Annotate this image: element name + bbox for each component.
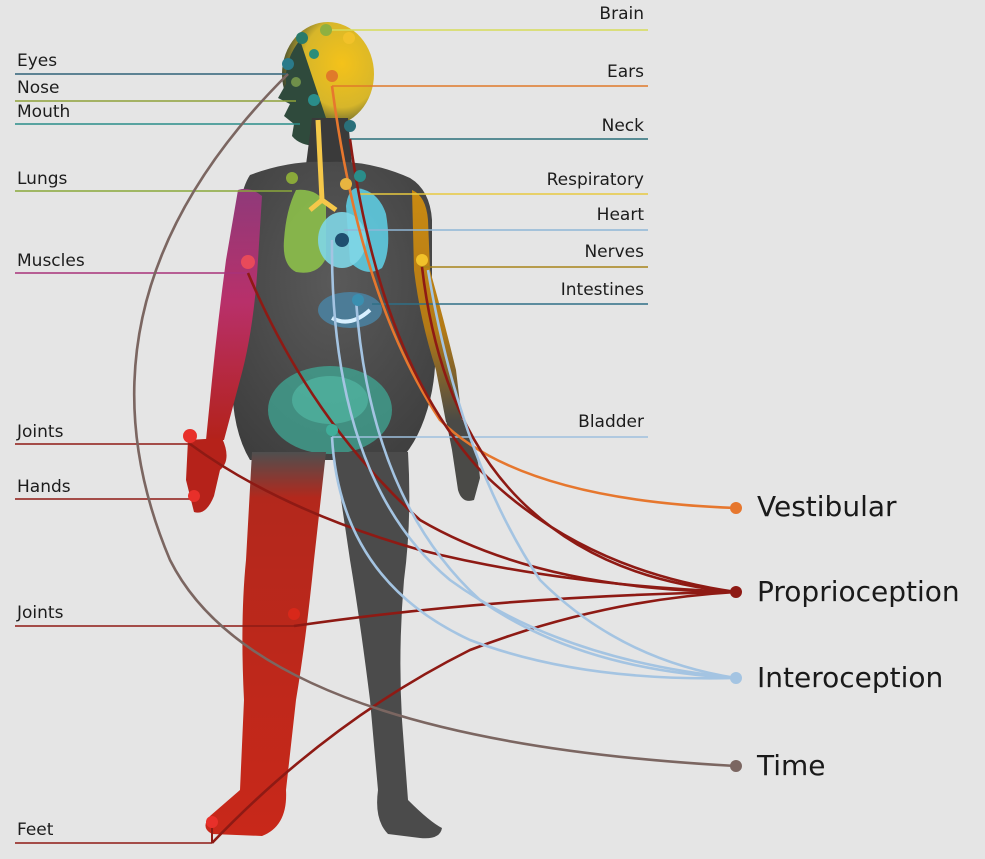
pin-respiratory-2	[354, 170, 366, 182]
sense-vestibular: Vestibular	[757, 493, 897, 521]
dot-vestibular	[730, 502, 742, 514]
pin-eyes-2	[282, 58, 294, 70]
sense-interoception: Interoception	[757, 664, 943, 692]
label-eyes: Eyes	[17, 53, 57, 70]
pin-heart	[335, 233, 349, 247]
pin-respiratory	[340, 178, 352, 190]
label-muscles: Muscles	[17, 253, 85, 270]
dot-proprioception	[730, 586, 742, 598]
pin-nerves	[416, 254, 428, 266]
pin-lungs	[286, 172, 298, 184]
label-intestines: Intestines	[561, 282, 644, 299]
pin-nose	[291, 77, 301, 87]
pin-mouth	[308, 94, 320, 106]
pin-joints-leg	[288, 608, 300, 620]
pelvis-inner	[292, 376, 368, 424]
pin-bladder	[326, 424, 338, 436]
pin-neck	[344, 120, 356, 132]
label-respiratory: Respiratory	[547, 172, 644, 189]
label-joints-arm: Joints	[17, 424, 63, 441]
pin-ears	[326, 70, 338, 82]
pin-head-teal	[309, 49, 319, 59]
sense-proprioception: Proprioception	[757, 578, 960, 606]
right-leg	[334, 452, 442, 838]
label-hands: Hands	[17, 479, 71, 496]
label-bladder: Bladder	[578, 414, 644, 431]
label-nerves: Nerves	[584, 244, 644, 261]
label-joints-leg: Joints	[17, 605, 63, 622]
label-heart: Heart	[597, 207, 644, 224]
pin-brain-2	[343, 32, 355, 44]
pin-intestines	[352, 294, 364, 306]
pin-hands	[188, 490, 200, 502]
label-feet: Feet	[17, 822, 53, 839]
sense-dots	[730, 502, 742, 772]
label-brain: Brain	[599, 6, 644, 23]
dot-interoception	[730, 672, 742, 684]
pin-eyes	[296, 32, 308, 44]
label-ears: Ears	[607, 64, 644, 81]
label-lungs: Lungs	[17, 171, 67, 188]
sense-time: Time	[757, 752, 826, 780]
label-neck: Neck	[602, 118, 644, 135]
label-nose: Nose	[17, 80, 59, 97]
pin-joints-arm	[183, 429, 197, 443]
pin-muscles	[241, 255, 255, 269]
label-mouth: Mouth	[17, 104, 70, 121]
dot-time	[730, 760, 742, 772]
pin-brain	[320, 24, 332, 36]
